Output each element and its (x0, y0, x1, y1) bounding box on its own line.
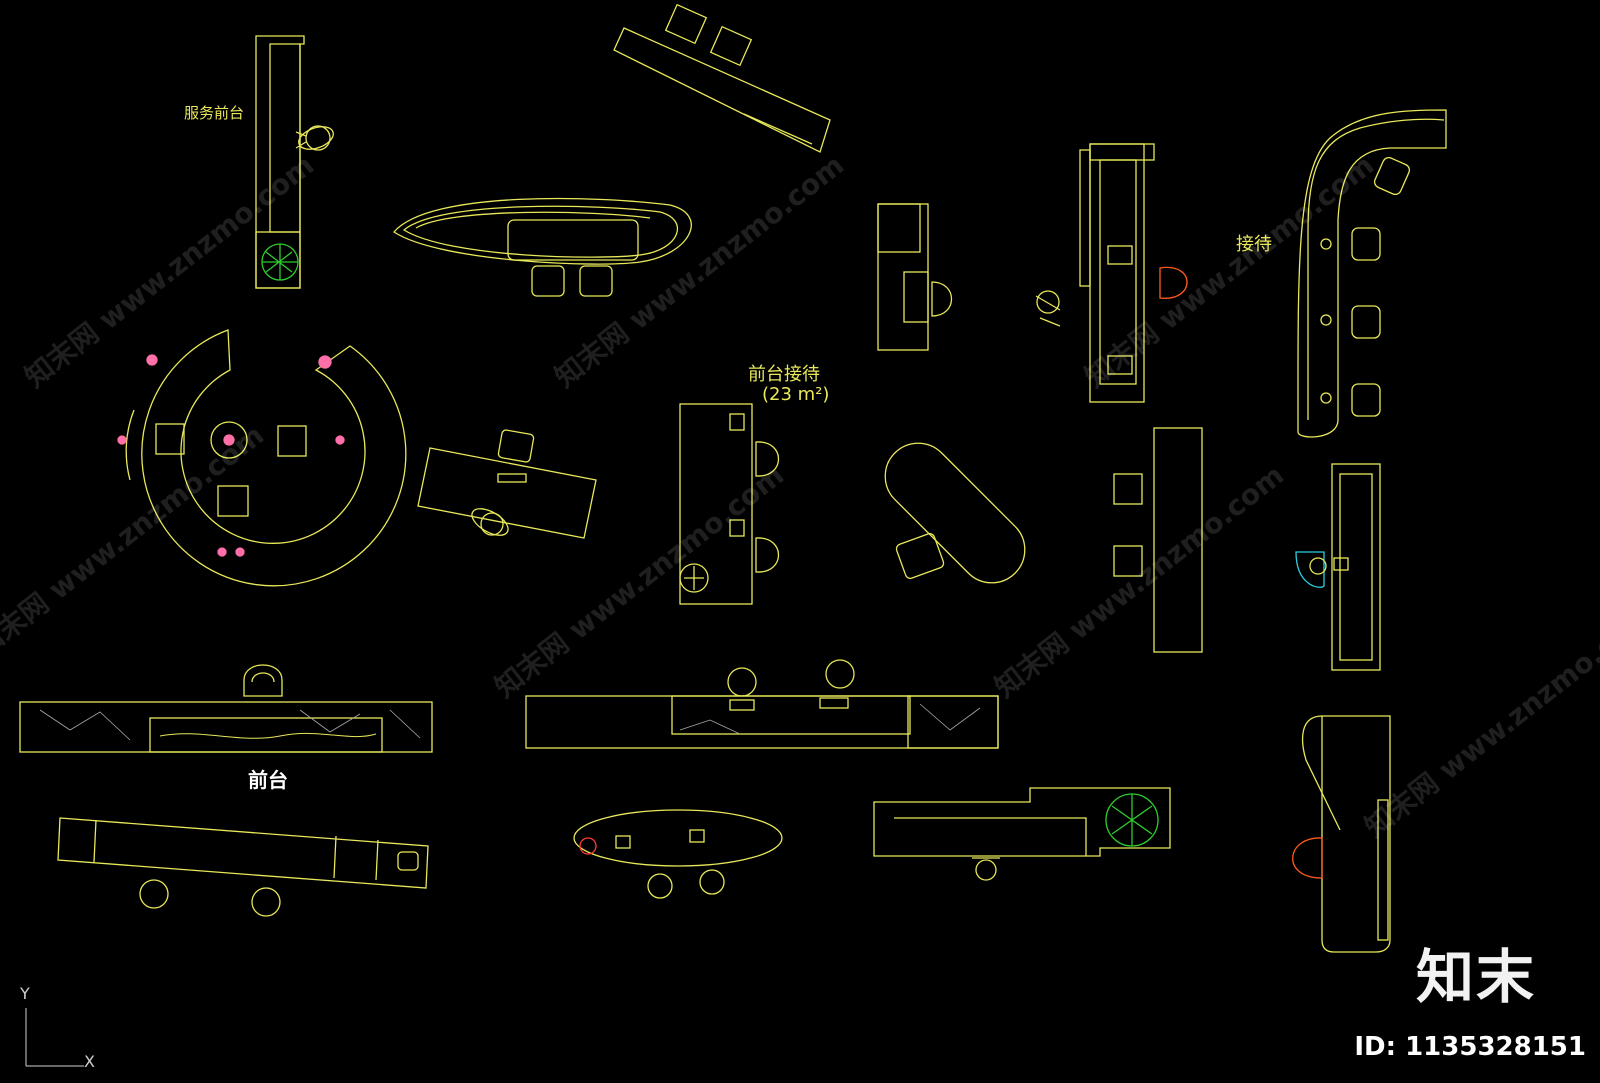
label-area: (23 m²) (762, 384, 830, 405)
chair-icon (243, 664, 283, 697)
label-reception: 接待 (1236, 234, 1272, 255)
chair-icon (1295, 551, 1325, 588)
angled-desk-person (417, 429, 597, 539)
person-icon (471, 508, 509, 536)
ucs-x-label: X (84, 1052, 95, 1071)
slanted-desk-bottom (57, 817, 429, 917)
brand-logo: 知末 (1415, 943, 1536, 1011)
tall-desk (1035, 143, 1188, 403)
label-reception-front: 前台接待 (748, 364, 820, 385)
chair-icon (1159, 266, 1188, 299)
elliptical-counter (393, 197, 692, 297)
desk-cyan-chair (1295, 463, 1381, 671)
desk-with-plant (873, 787, 1171, 881)
chair-icon (1292, 837, 1323, 879)
oval-desk-bottom (573, 809, 783, 899)
office-desk-small (877, 203, 953, 351)
label-service-desk: 服务前台 (184, 104, 245, 122)
brand-id: ID: 1135328151 (1354, 1032, 1586, 1062)
curved-reception-desk (1297, 109, 1447, 438)
tall-slab-desk (1113, 427, 1203, 653)
person-icon (1035, 290, 1061, 327)
label-front-desk: 前台 (248, 768, 288, 792)
ucs-y-label: Y (20, 984, 30, 1003)
plant-icon (261, 243, 299, 281)
trapezoid-desk (1292, 715, 1391, 953)
capsule-table (884, 442, 1026, 584)
angled-desk-top (613, 3, 831, 153)
marble-front-desk (19, 664, 433, 753)
plant-icon (1105, 793, 1159, 847)
pink-accent-icon (117, 354, 345, 557)
person-icon (295, 125, 334, 151)
person-icon (972, 857, 1000, 881)
service-desk-vertical (255, 35, 334, 289)
long-marble-desk (525, 659, 999, 749)
ucs-axis-icon (25, 1008, 84, 1067)
circular-reception (117, 329, 407, 587)
front-reception-desk (679, 403, 780, 605)
